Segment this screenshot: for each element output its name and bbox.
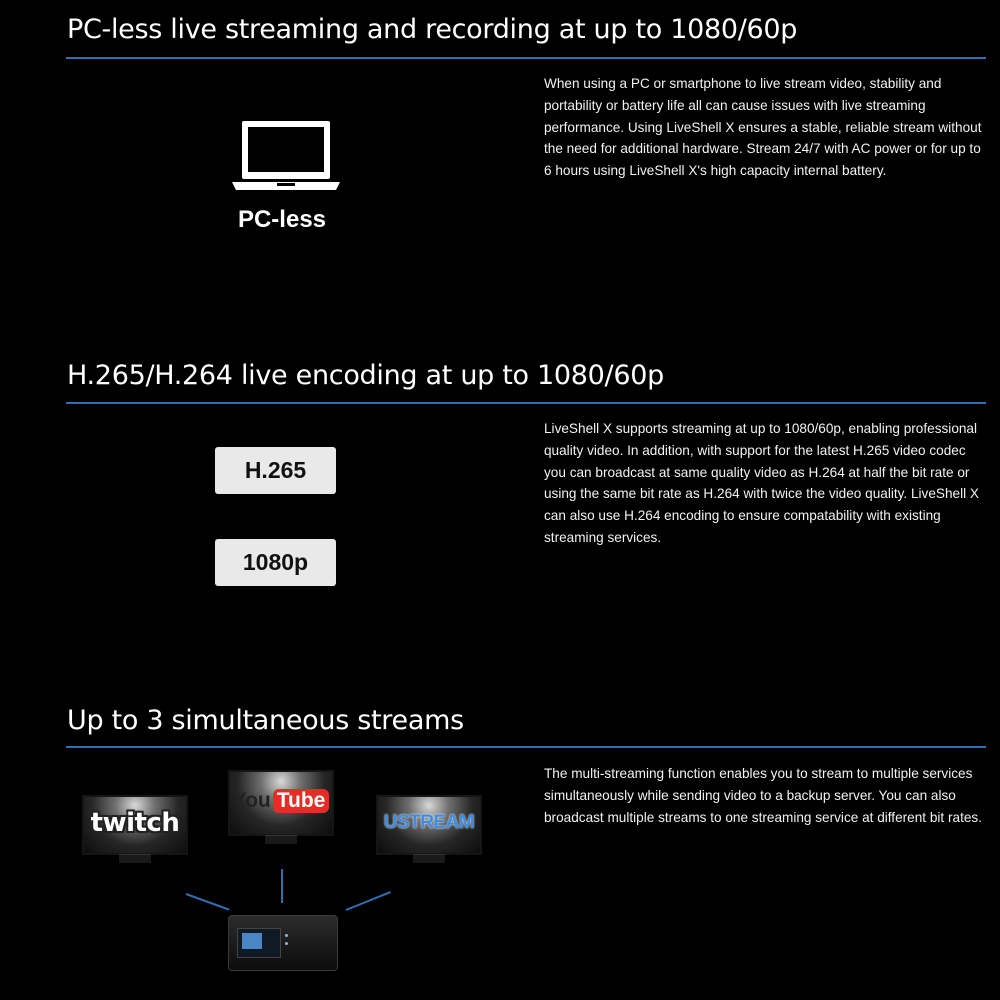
- connector-line-center: [281, 869, 283, 903]
- youtube-logo-tube: Tube: [272, 788, 330, 813]
- youtube-logo-you: You: [232, 788, 271, 812]
- section-divider: [66, 57, 986, 59]
- connector-line-left: [185, 893, 230, 911]
- device-display: [242, 933, 262, 949]
- section-description: When using a PC or smartphone to live st…: [544, 76, 982, 179]
- section-divider: [66, 402, 986, 404]
- section-description: LiveShell X supports streaming at up to …: [544, 421, 979, 545]
- monitor-screen: USTREAM: [376, 795, 482, 855]
- h265-badge: H.265: [215, 447, 336, 494]
- monitor-stand: [119, 854, 151, 863]
- device-front-panel: [237, 928, 281, 958]
- monitor-stand: [265, 835, 297, 844]
- section-heading: Up to 3 simultaneous streams: [67, 705, 464, 736]
- connector-line-right: [345, 891, 391, 911]
- section-divider: [66, 746, 986, 748]
- ustream-logo: USTREAM: [383, 811, 475, 833]
- twitch-logo: twitch: [90, 807, 180, 838]
- resolution-badge: 1080p: [215, 539, 336, 586]
- device-led: [285, 942, 288, 945]
- section-heading: PC-less live streaming and recording at …: [67, 14, 798, 45]
- twitch-monitor: twitch: [82, 795, 188, 863]
- section-description: The multi-streaming function enables you…: [544, 766, 982, 825]
- laptop-icon: [232, 121, 340, 190]
- ustream-monitor: USTREAM: [376, 795, 482, 863]
- device-led: [285, 934, 288, 937]
- pc-less-label: PC-less: [237, 206, 327, 233]
- monitor-screen: twitch: [82, 795, 188, 855]
- monitor-stand: [413, 854, 445, 863]
- liveshell-device: [228, 915, 338, 971]
- section-heading: H.265/H.264 live encoding at up to 1080/…: [67, 360, 664, 391]
